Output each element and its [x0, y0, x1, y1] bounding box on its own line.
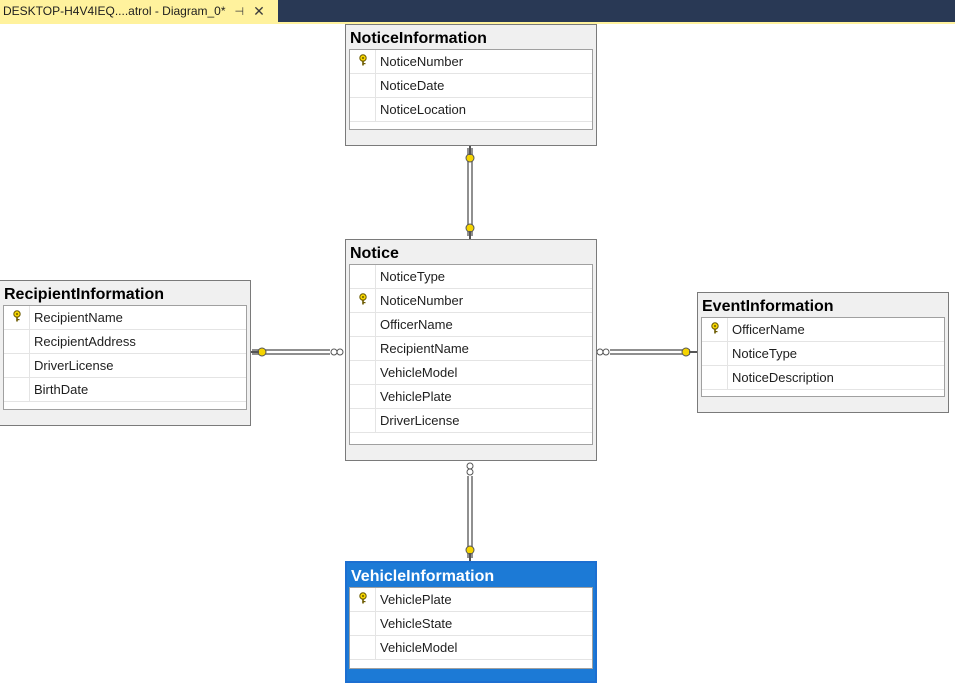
column-name: VehiclePlate — [380, 592, 452, 607]
relationship-notice-noticeinformation[interactable] — [465, 146, 475, 239]
primary-key-icon — [710, 322, 720, 337]
tab-accent-line — [0, 22, 955, 24]
column-name: NoticeDescription — [732, 370, 834, 385]
row-selector[interactable] — [350, 50, 376, 73]
row-selector[interactable] — [4, 306, 30, 329]
column-name: VehicleModel — [380, 640, 458, 655]
table-title[interactable]: RecipientInformation — [4, 286, 165, 303]
column-row[interactable]: RecipientName — [350, 337, 592, 361]
pin-icon[interactable]: ⊣ — [234, 5, 245, 18]
row-selector[interactable] — [350, 588, 376, 611]
column-name: RecipientName — [34, 310, 123, 325]
column-name: NoticeType — [380, 269, 446, 284]
row-selector[interactable] — [350, 636, 376, 659]
row-selector[interactable] — [702, 366, 728, 389]
table-title[interactable]: EventInformation — [702, 298, 834, 315]
column-name: NoticeLocation — [380, 102, 466, 117]
relationship-notice-vehicleinformation[interactable] — [465, 462, 475, 561]
column-row[interactable]: OfficerName — [350, 313, 592, 337]
infinity-endpoint-icon — [596, 348, 610, 356]
column-row[interactable]: VehiclePlate — [350, 588, 592, 612]
row-selector[interactable] — [702, 342, 728, 365]
row-selector[interactable] — [4, 330, 30, 353]
column-row[interactable]: VehicleState — [350, 612, 592, 636]
primary-key-icon — [358, 592, 368, 607]
column-row[interactable]: NoticeNumber — [350, 289, 592, 313]
document-tab-title: DESKTOP-H4V4IEQ....atrol - Diagram_0* — [3, 4, 226, 18]
row-selector[interactable] — [350, 409, 376, 432]
column-row[interactable]: NoticeDescription — [702, 366, 944, 390]
row-selector[interactable] — [350, 385, 376, 408]
column-row[interactable]: DriverLicense — [4, 354, 246, 378]
row-selector[interactable] — [350, 265, 376, 288]
column-row[interactable]: NoticeNumber — [350, 50, 592, 74]
column-name: NoticeDate — [380, 78, 445, 93]
infinity-endpoint-icon — [466, 462, 474, 476]
primary-key-icon — [358, 54, 368, 69]
column-name: VehiclePlate — [380, 389, 452, 404]
relationship-notice-eventinformation[interactable] — [596, 347, 697, 357]
key-endpoint-icon — [465, 223, 475, 239]
column-row[interactable]: NoticeType — [350, 265, 592, 289]
column-row[interactable]: VehicleModel — [350, 636, 592, 660]
column-name: RecipientAddress — [34, 334, 136, 349]
column-name: DriverLicense — [34, 358, 114, 373]
column-name: NoticeNumber — [380, 293, 464, 308]
row-selector[interactable] — [350, 361, 376, 384]
column-row[interactable]: BirthDate — [4, 378, 246, 402]
primary-key-icon — [12, 310, 22, 325]
row-selector[interactable] — [702, 318, 728, 341]
column-row[interactable]: OfficerName — [702, 318, 944, 342]
column-name: BirthDate — [34, 382, 89, 397]
column-row[interactable]: DriverLicense — [350, 409, 592, 433]
close-icon[interactable]: ✕ — [253, 3, 265, 19]
column-row[interactable]: NoticeDate — [350, 74, 592, 98]
key-endpoint-icon — [465, 545, 475, 561]
row-selector[interactable] — [350, 74, 376, 97]
row-selector[interactable] — [350, 612, 376, 635]
row-selector[interactable] — [350, 313, 376, 336]
row-selector[interactable] — [4, 354, 30, 377]
table-title[interactable]: Notice — [350, 245, 399, 262]
infinity-endpoint-icon — [330, 348, 344, 356]
column-name: VehicleModel — [380, 365, 458, 380]
column-name: NoticeType — [732, 346, 798, 361]
column-name: OfficerName — [732, 322, 805, 337]
column-name: OfficerName — [380, 317, 453, 332]
key-endpoint-icon — [465, 146, 475, 163]
row-selector[interactable] — [4, 378, 30, 401]
table-title[interactable]: VehicleInformation — [351, 568, 495, 585]
key-endpoint-icon — [251, 347, 267, 357]
column-row[interactable]: RecipientAddress — [4, 330, 246, 354]
document-tab[interactable]: DESKTOP-H4V4IEQ....atrol - Diagram_0* ⊣ … — [0, 0, 278, 22]
column-name: VehicleState — [380, 616, 453, 631]
column-row[interactable]: VehicleModel — [350, 361, 592, 385]
relationship-notice-recipientinformation[interactable] — [251, 347, 344, 357]
row-selector[interactable] — [350, 289, 376, 312]
column-name: RecipientName — [380, 341, 469, 356]
row-selector[interactable] — [350, 337, 376, 360]
row-selector[interactable] — [350, 98, 376, 121]
primary-key-icon — [358, 293, 368, 308]
table-title[interactable]: NoticeInformation — [350, 30, 487, 47]
column-row[interactable]: RecipientName — [4, 306, 246, 330]
column-row[interactable]: VehiclePlate — [350, 385, 592, 409]
key-endpoint-icon — [681, 347, 697, 357]
column-row[interactable]: NoticeType — [702, 342, 944, 366]
column-row[interactable]: NoticeLocation — [350, 98, 592, 122]
column-name: DriverLicense — [380, 413, 460, 428]
column-name: NoticeNumber — [380, 54, 464, 69]
